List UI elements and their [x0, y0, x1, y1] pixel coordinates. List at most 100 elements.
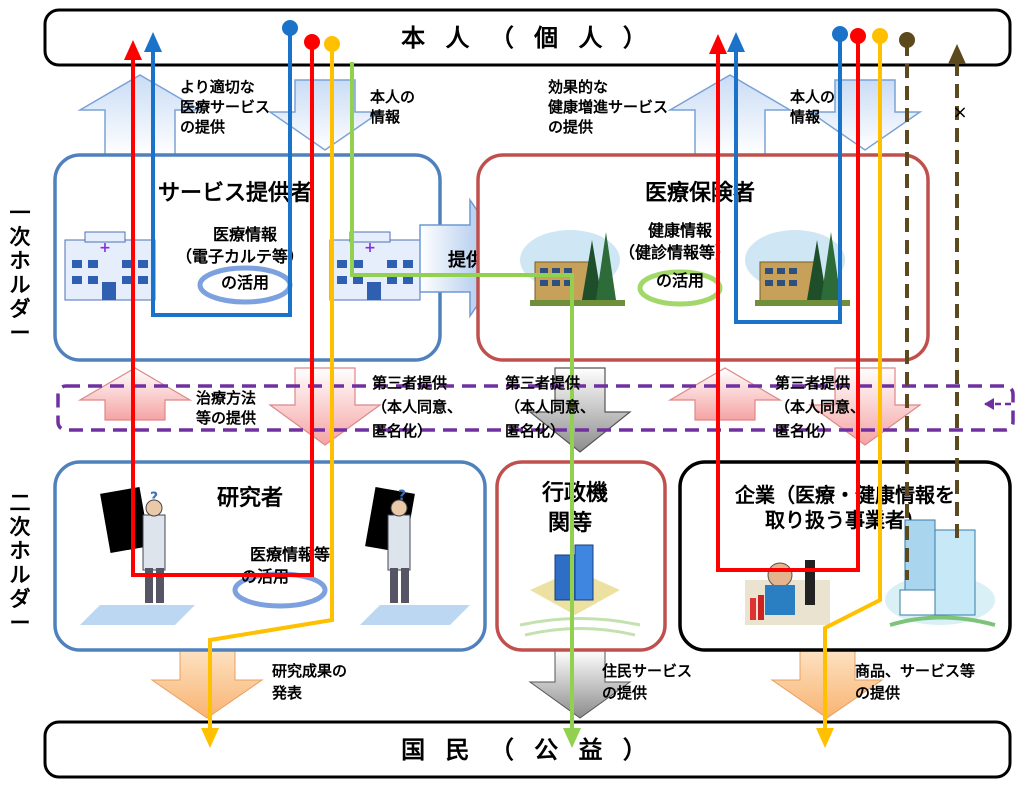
orange-start-dot: [324, 36, 340, 52]
third-party-down-arrow-1: [268, 367, 382, 446]
svg-text:第三者提供: 第三者提供: [775, 374, 850, 392]
svg-text:の活用: の活用: [221, 273, 269, 292]
provider-down-arrow-text: 本人の 情報: [370, 88, 415, 126]
svg-text:（本人同意、: （本人同意、: [372, 398, 462, 416]
svg-text:医療情報: 医療情報: [213, 225, 278, 244]
insurer-up-arrow: [667, 74, 793, 156]
government-output-text: 住民サービス の提供: [602, 662, 692, 702]
svg-text:ル: ル: [10, 563, 31, 587]
orange-flow-line: [208, 36, 882, 735]
company-box: 企業（医療・健康情報を 取り扱う事業者）: [678, 460, 1012, 652]
insurer-title: 医療保険者: [645, 180, 755, 206]
lab-scientist-icon: [745, 560, 830, 625]
blue-start-dot: [282, 20, 298, 36]
service-provider-box: サービス提供者 + + 医療情報 （電子カルテ等）: [53, 153, 442, 362]
researcher-output-arrow: [150, 649, 264, 719]
hospital-icon: +: [64, 231, 156, 301]
insurer-down-arrow-text: 本人の 情報: [790, 88, 835, 126]
government-output-arrow: [528, 649, 632, 719]
orange-arrowhead: [816, 728, 834, 748]
blue-arrowhead: [144, 32, 162, 52]
svg-text:情報: 情報: [790, 108, 821, 126]
svg-text:匿名化）: 匿名化）: [775, 422, 835, 440]
brown-start-dot: [899, 32, 915, 48]
hospital-icon: +: [329, 231, 421, 301]
primary-holder-label: 一 次 ホ ル ダ ー: [10, 201, 31, 345]
top-bar-label: 本 人 （ 個 人 ）: [401, 24, 653, 52]
svg-text:ー: ー: [10, 321, 31, 345]
svg-text:より適切な: より適切な: [180, 78, 255, 96]
company-output-text: 商品、サービス等 の提供: [855, 662, 975, 702]
svg-text:医療サービス: 医療サービス: [180, 98, 270, 116]
researcher-box: 研究者 ? ? 医療情報等 の活用: [53, 460, 487, 652]
svg-text:（本人同意、: （本人同意、: [505, 398, 595, 416]
svg-text:二: 二: [10, 491, 31, 515]
svg-text:次: 次: [10, 225, 31, 249]
svg-text:本人の: 本人の: [790, 88, 835, 106]
provider-up-arrow: [77, 74, 203, 156]
band-entry-arrow: [984, 398, 1015, 410]
svg-text:の提供: の提供: [548, 118, 593, 136]
researcher-figure-icon: ?: [80, 486, 195, 625]
svg-text:?: ?: [398, 488, 406, 504]
svg-text:次: 次: [10, 515, 31, 539]
svg-text:（健診情報等）: （健診情報等）: [619, 243, 731, 262]
treatment-text: 治療方法 等の提供: [196, 389, 256, 427]
svg-text:健康増進サービス: 健康増進サービス: [548, 98, 668, 116]
svg-text:取り扱う事業者）: 取り扱う事業者）: [765, 508, 925, 532]
svg-text:ダ: ダ: [10, 587, 31, 611]
third-party-text-2: 第三者提供 （本人同意、 匿名化）: [505, 374, 595, 440]
svg-text:ホ: ホ: [10, 539, 31, 563]
svg-text:匿名化）: 匿名化）: [505, 422, 565, 440]
svg-text:?: ?: [150, 490, 158, 506]
city-building-icon: [519, 544, 641, 637]
third-party-band: [56, 384, 1015, 432]
svg-text:本人の: 本人の: [370, 88, 415, 106]
provide-arrow-label: 提供: [448, 249, 484, 271]
blue-arrowhead: [727, 32, 745, 52]
svg-text:+: +: [99, 240, 111, 256]
svg-text:健康情報: 健康情報: [648, 221, 713, 240]
researcher-title: 研究者: [217, 485, 283, 511]
treatment-up-arrow-2: [667, 367, 783, 421]
bottom-bar-label: 国 民 （ 公 益 ）: [401, 736, 653, 764]
orange-arrowhead: [201, 728, 219, 748]
svg-text:の活用: の活用: [656, 271, 704, 290]
provider-down-arrow: [267, 79, 383, 151]
orange-start-dot: [872, 28, 888, 44]
svg-text:匿名化）: 匿名化）: [372, 422, 432, 440]
insurer-down-arrow: [807, 79, 923, 151]
government-title: 行政機: [541, 480, 608, 506]
svg-text:+: +: [364, 240, 376, 256]
svg-text:の提供: の提供: [855, 684, 900, 702]
government-box: 行政機 関等: [495, 460, 667, 652]
svg-text:の提供: の提供: [180, 118, 225, 136]
service-provider-title: サービス提供者: [158, 180, 312, 206]
provider-up-arrow-text: より適切な 医療サービス の提供: [180, 78, 270, 136]
svg-text:ホ: ホ: [10, 249, 31, 273]
blue-flow-line: [151, 28, 842, 324]
svg-text:治療方法: 治療方法: [196, 389, 256, 407]
svg-text:商品、サービス等: 商品、サービス等: [855, 662, 975, 680]
svg-text:ル: ル: [10, 273, 31, 297]
svg-text:情報: 情報: [370, 108, 401, 126]
company-building-icon: [885, 519, 996, 627]
cross-mark: ×: [952, 102, 967, 123]
secondary-holder-label: 二 次 ホ ル ダ ー: [10, 491, 31, 635]
green-arrowhead: [563, 728, 581, 748]
svg-text:一: 一: [10, 201, 31, 225]
red-arrowhead: [709, 34, 727, 54]
svg-text:等の提供: 等の提供: [196, 409, 256, 427]
green-flow-line: [350, 62, 574, 735]
red-start-dot: [850, 28, 866, 44]
svg-text:第三者提供: 第三者提供: [372, 374, 447, 392]
red-flow-line: [131, 38, 860, 577]
svg-text:第三者提供: 第三者提供: [505, 374, 580, 392]
office-building-icon: [745, 230, 850, 306]
svg-text:研究成果の: 研究成果の: [272, 662, 347, 680]
brown-arrowhead: [948, 44, 966, 64]
svg-text:（電子カルテ等）: （電子カルテ等）: [176, 247, 304, 266]
researcher-figure-icon: ?: [360, 486, 470, 625]
insurer-up-arrow-text: 効果的な 健康増進サービス の提供: [548, 78, 668, 136]
